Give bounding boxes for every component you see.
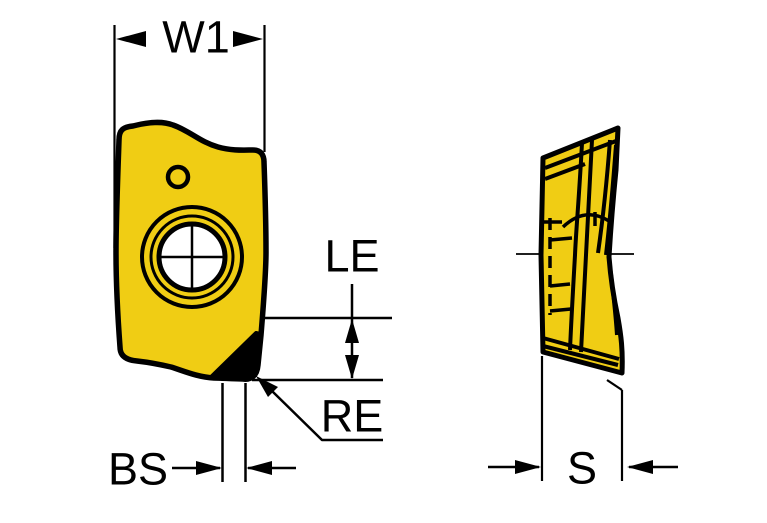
le-arrow-up-icon <box>345 319 359 343</box>
re-arrow-icon <box>256 376 278 397</box>
w1-arrow-left-icon <box>116 31 146 47</box>
bs-label: BS <box>107 443 169 495</box>
re-leader <box>256 376 383 442</box>
w1-label: W1 <box>162 11 230 63</box>
side-facet-lines <box>542 139 620 367</box>
s-label: S <box>566 442 598 494</box>
front-view <box>113 119 269 382</box>
re-label: RE <box>320 390 384 442</box>
s-arrow-left-icon <box>627 460 653 474</box>
bs-arrow-left-icon <box>246 461 272 475</box>
s-dimension <box>488 356 678 481</box>
dimple-circle <box>165 164 191 190</box>
side-hidden-lines <box>541 218 573 315</box>
le-label: LE <box>324 230 380 282</box>
center-hole <box>140 205 244 309</box>
s-arrow-right-icon <box>515 460 541 474</box>
bs-dimension <box>172 383 296 482</box>
bs-arrow-right-icon <box>196 461 222 475</box>
side-view <box>516 125 634 376</box>
le-arrow-down-icon <box>345 355 359 379</box>
w1-arrow-right-icon <box>233 31 263 47</box>
corner-radius-highlight <box>209 331 262 382</box>
le-dimension <box>252 284 392 382</box>
